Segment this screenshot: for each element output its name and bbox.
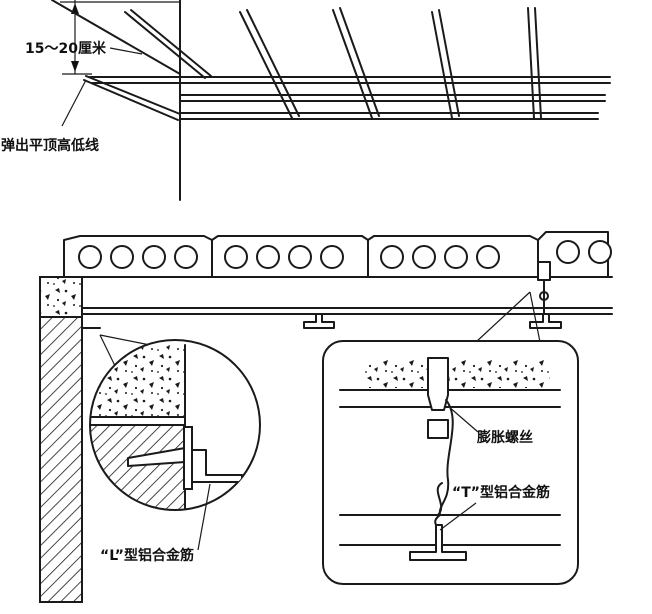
t-callout-leader-1 <box>475 291 531 343</box>
dimension-leader <box>109 47 143 55</box>
t-profile-right <box>529 313 562 329</box>
t-profile-label: “T”型铝合金筋 <box>452 484 550 501</box>
brick-wall <box>39 276 83 603</box>
ceiling-grid-diagonals <box>124 7 542 119</box>
screw-leader <box>447 405 479 433</box>
expansion-screw-label: 膨胀螺丝 <box>477 429 533 446</box>
l-callout-leader-1 <box>99 334 151 346</box>
l-profile-wall <box>81 315 101 329</box>
t-callout-leader-2 <box>529 291 541 343</box>
slab-voids <box>78 240 612 269</box>
anchor-nut <box>427 419 449 439</box>
expansion-anchor <box>427 357 449 411</box>
t-profile-detail-shape <box>409 524 467 561</box>
t-profile-small <box>303 313 335 329</box>
l-profile-label: “L”型铝合金筋 <box>100 547 194 564</box>
ceiling-corner-diagonal <box>51 0 181 75</box>
chalk-line-left-wall-2 <box>85 75 181 115</box>
chalk-line-left-wall <box>83 79 179 121</box>
t-profile-leader <box>439 502 477 531</box>
chalk-line-leader <box>61 79 87 127</box>
height-range-label: 15～20厘米 <box>25 40 107 57</box>
chalk-line-label: 弹出平顶高低线 <box>1 137 99 154</box>
hanger-right <box>537 261 551 315</box>
l-profile-detail: “L”型铝合金筋 <box>89 339 261 564</box>
l-profile-detail-shape <box>191 449 243 483</box>
top-ceiling-sketch: 15～20厘米 弹出平顶高低线 <box>1 0 611 201</box>
bottom-section-view <box>39 231 613 603</box>
ceiling-plaster-lines <box>81 307 613 315</box>
hollow-core-slabs <box>39 231 613 278</box>
l-profile-leader <box>197 483 211 551</box>
t-profile-detail: 膨胀螺丝 “T”型铝合金筋 <box>322 340 579 585</box>
ceiling-grid-rails <box>89 76 611 120</box>
